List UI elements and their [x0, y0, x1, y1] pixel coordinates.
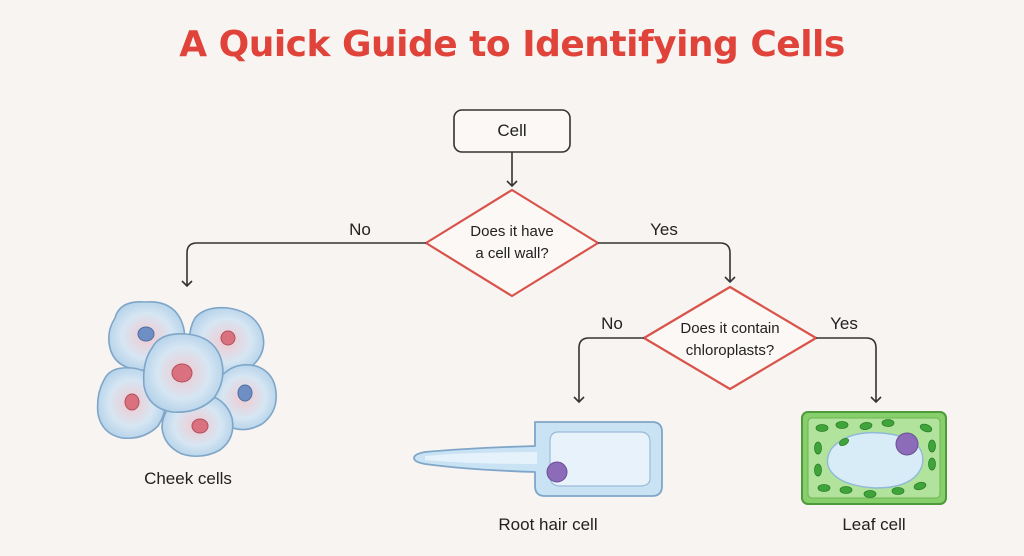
root-hair-cell-illustration: [413, 421, 663, 497]
diagram-title: A Quick Guide to Identifying Cells: [179, 24, 845, 65]
branch-label-q2-yes: Yes: [830, 314, 858, 333]
branch-label-q1-no: No: [349, 220, 371, 239]
outcome-label-root-hair-cell: Root hair cell: [498, 515, 598, 534]
connector-q1-no: [181, 242, 426, 288]
question-cell-wall-line2: a cell wall?: [475, 245, 549, 262]
connector-q2-no: [573, 337, 644, 404]
question-chloroplasts-line2: chloroplasts?: [685, 342, 775, 359]
question-cell-wall: Does it have a cell wall?: [452, 221, 572, 265]
outcome-label-leaf-cell: Leaf cell: [842, 515, 906, 534]
outcome-label-cheek-cells: Cheek cells: [144, 469, 232, 488]
cheek-cells-illustration: [96, 301, 278, 458]
connector-q2-yes: [816, 337, 882, 404]
branch-label-q1-yes: Yes: [650, 220, 678, 239]
question-chloroplasts-line1: Does it contain: [680, 320, 780, 337]
decision-diamond-cell-wall: [424, 188, 600, 298]
start-node-label: Cell: [497, 121, 527, 140]
connector-q1-yes: [598, 242, 736, 284]
branch-label-q2-no: No: [601, 314, 623, 333]
question-chloroplasts: Does it contain chloroplasts?: [660, 318, 800, 362]
leaf-cell-illustration: [801, 411, 947, 505]
decision-diamond-chloroplasts: [642, 285, 818, 391]
question-cell-wall-line1: Does it have: [470, 223, 554, 240]
